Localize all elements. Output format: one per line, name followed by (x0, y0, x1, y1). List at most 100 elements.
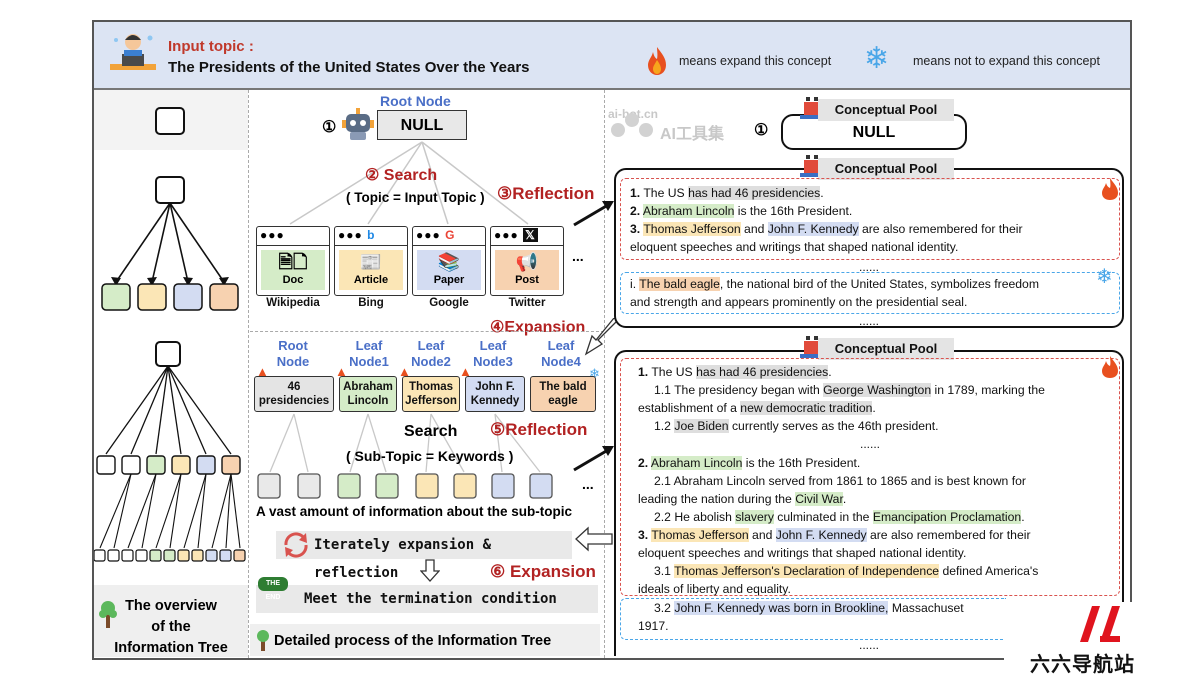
item-number: 3. (638, 528, 649, 542)
pool3-line: 1.1 The presidency began with George Was… (654, 381, 1045, 399)
pool3-line: 2.1 Abraham Lincoln served from 1861 to … (654, 474, 1026, 488)
highlight-gray: Joe Biden (674, 419, 729, 433)
browser-dots-icon: ●●● 𝕏 (491, 227, 563, 246)
highlight-gray: George Washington (823, 383, 932, 397)
pool-ladder-icon (800, 336, 822, 358)
small-more-dots: ... (582, 476, 594, 492)
expand-section-box (620, 178, 1120, 260)
overview-caption: The overview of the Information Tree (112, 596, 230, 659)
fire-icon: ▲ (459, 364, 472, 379)
item-text: , the national bird of the United States… (719, 277, 1039, 291)
fire-icon: ▲ (335, 364, 348, 379)
tree-node-leaf1: Abraham Lincoln (339, 376, 397, 412)
overview-tree-diagram (94, 107, 246, 562)
source-name: Twitter (508, 297, 546, 309)
pool3-line: 2. Abraham Lincoln is the 16th President… (638, 454, 860, 472)
root-null-node: NULL (377, 110, 467, 140)
column-divider-1 (248, 90, 249, 658)
fire-icon (1102, 356, 1118, 378)
right-step1-marker: ① (754, 122, 769, 139)
tree-node-leaf2: Thomas Jefferson (402, 376, 460, 412)
highlight-orange: The bald eagle (639, 277, 720, 291)
item-text: currently serves as the 46th president. (728, 419, 939, 433)
pool3-line: 2.2 He abolish slavery culminated in the… (654, 508, 1025, 526)
pool3-line: establishment of a new democratic tradit… (638, 399, 876, 417)
reflection-arrow-icon (573, 201, 614, 227)
pool3-line: leading the nation during the Civil War. (638, 490, 846, 508)
input-topic-title: The Presidents of the United States Over… (168, 59, 530, 76)
pool2-item3-cont: eloquent speeches and writings that shap… (630, 240, 959, 254)
pool3-line: 3.1 Thomas Jefferson's Declaration of In… (654, 562, 1038, 580)
snowflake-icon: ❄ (864, 42, 890, 75)
reflection-arrow-icon (573, 446, 614, 472)
item-text: 1.1 The presidency began with (654, 383, 824, 397)
cycle-arrows-icon (284, 532, 308, 558)
detail-caption-bg (250, 624, 600, 656)
node-label-line2: Node (276, 354, 310, 369)
expand-legend-text: means expand this concept (679, 54, 832, 68)
item-number: 1. (638, 365, 649, 379)
highlight-gray: new democratic tradition (740, 401, 873, 415)
node-label-line1: Leaf (417, 338, 445, 353)
header-band (94, 22, 1130, 90)
middle-divider (250, 331, 604, 333)
source-name: Google (429, 297, 469, 309)
highlight-yellow: Thomas Jefferson's Declaration of Indepe… (674, 564, 940, 578)
item-text: 1.2 (654, 419, 675, 433)
tree-node-leaf3: John F. Kennedy (465, 376, 525, 412)
subtopic-info-boxes (257, 473, 553, 499)
highlight-green: Emancipation Proclamation (872, 510, 1022, 524)
item-text: . (842, 492, 847, 506)
browser-dots-icon: ●●● (257, 227, 329, 246)
pool2-item1: 1. The US has had 46 presidencies. (630, 184, 824, 202)
node-label-line1: Leaf (355, 338, 383, 353)
fire-icon: ▲ (256, 364, 269, 379)
snowflake-icon: ❄ (589, 366, 600, 381)
highlight-green: slavery (735, 510, 774, 524)
source-card-google: ●●● G 📚 Paper (412, 226, 486, 296)
pool-title: Conceptual Pool (818, 338, 954, 360)
watermark-logo-icon (611, 113, 653, 137)
search-branch-lines (289, 141, 529, 225)
pool3-line: 1917. (638, 619, 669, 633)
source-name: Wikipedia (266, 297, 320, 309)
pool-ladder-icon (800, 155, 822, 177)
x-logo-icon: 𝕏 (523, 228, 538, 242)
item-text: leading the nation during the (638, 492, 796, 506)
tree-icon (99, 601, 117, 628)
item-text: 3.2 (654, 601, 675, 615)
expand-section-box (620, 358, 1120, 596)
column-divider-2 (604, 90, 605, 658)
info-caption: A vast amount of information about the s… (256, 504, 572, 519)
expansion-arrow-icon (584, 318, 620, 356)
person-at-computer-icon (110, 34, 156, 70)
pool2-eagle-cont: and strength and appears prominently on … (630, 295, 968, 309)
bing-logo-icon: b (367, 228, 376, 242)
item-text: i. (630, 277, 640, 291)
pool3-line: 1. The US has had 46 presidencies. (638, 363, 832, 381)
overview-caption-line1: The overview (125, 598, 217, 614)
node-label-line2: Node1 (349, 354, 389, 369)
highlight-yellow: Thomas Jefferson (651, 528, 749, 542)
paper-icon: 📚 (437, 252, 461, 272)
step1-marker: ① (322, 119, 337, 136)
node-label-line1: Leaf (479, 338, 507, 353)
item-text: . (828, 365, 832, 379)
source-name: Bing (358, 297, 384, 309)
brand-watermark-text: 六六导航站 (1030, 654, 1135, 676)
highlight-gray: has had 46 presidencies (696, 365, 829, 379)
highlight-blue: John F. Kennedy (767, 222, 859, 236)
node-label-line2: Node2 (411, 354, 451, 369)
pool3-dots: ...... (858, 638, 879, 652)
highlight-green: Abraham Lincoln (650, 456, 743, 470)
highlight-green: Abraham Lincoln (642, 204, 735, 218)
step5-reflection-label: ⑤Reflection (490, 420, 588, 439)
fire-icon (648, 47, 666, 75)
pool2-dots: ...... (858, 314, 879, 328)
source-type: Paper (433, 274, 465, 286)
pool3-dots: ...... (859, 437, 880, 451)
watermark-site-cn: AI工具集 (660, 126, 725, 143)
